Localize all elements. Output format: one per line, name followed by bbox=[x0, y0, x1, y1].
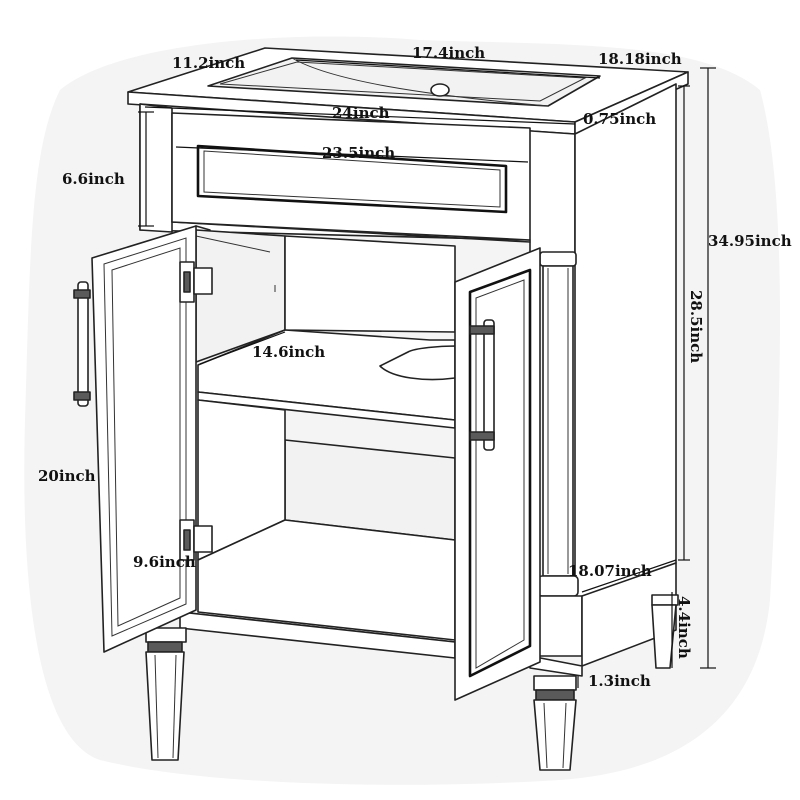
label-cabinet-height: 28.5inch bbox=[687, 290, 705, 363]
sink-basin bbox=[207, 57, 601, 107]
cabinet-interior bbox=[179, 229, 456, 659]
label-sink-width: 17.4inch bbox=[412, 44, 485, 62]
label-drawer-width: 23.5inch bbox=[322, 144, 395, 162]
label-drawer-height: 6.6inch bbox=[62, 170, 125, 188]
front-column bbox=[529, 251, 677, 677]
dimension-lines bbox=[138, 59, 716, 688]
hinge-top bbox=[179, 261, 213, 303]
label-top-depth: 18.18inch bbox=[598, 50, 682, 68]
faucet-hole bbox=[430, 83, 450, 97]
door-right bbox=[454, 247, 541, 701]
label-leg-width: 1.3inch bbox=[588, 672, 651, 690]
label-shelf-depth: 14.6inch bbox=[252, 343, 325, 361]
label-side-depth: 18.07inch bbox=[568, 562, 652, 580]
door-right-handle bbox=[469, 319, 495, 451]
leg-front-right bbox=[533, 675, 577, 771]
drawer-front bbox=[171, 112, 531, 241]
door-left-handle bbox=[73, 281, 91, 407]
label-door-height: 20inch bbox=[38, 467, 96, 485]
door-left bbox=[91, 225, 211, 653]
hinge-bottom bbox=[179, 519, 213, 561]
label-sink-depth: 11.2inch bbox=[172, 54, 245, 72]
label-leg-height: 4.4inch bbox=[675, 596, 693, 659]
label-door-width: 9.6inch bbox=[133, 553, 196, 571]
label-top-width: 24inch bbox=[332, 104, 390, 122]
leg-front-left bbox=[145, 627, 187, 761]
leg-back-right bbox=[651, 594, 679, 669]
label-total-height: 34.95inch bbox=[708, 232, 792, 250]
label-top-thickness: 0.75inch bbox=[583, 110, 656, 128]
